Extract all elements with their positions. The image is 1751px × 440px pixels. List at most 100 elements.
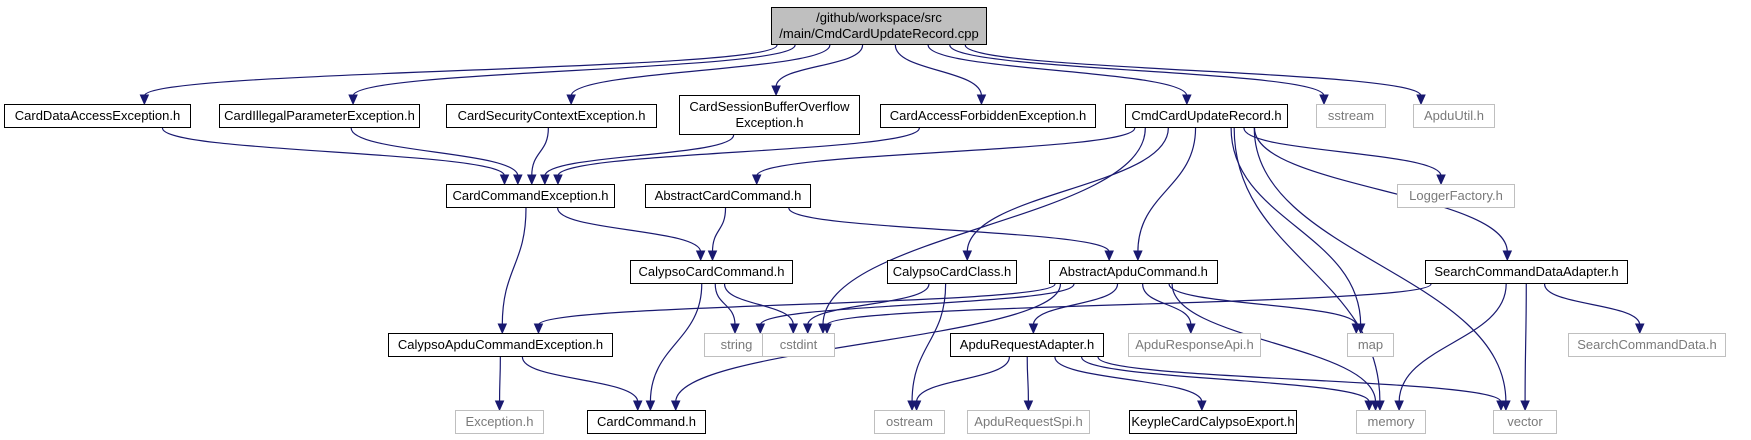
edge-root-to-apdu_util bbox=[964, 44, 1422, 97]
node-search-command-data[interactable]: SearchCommandData.h bbox=[1568, 333, 1726, 357]
arrowhead-apdu_request_adapter-to-vector bbox=[1496, 400, 1506, 412]
arrowhead-abstract_apdu_command-to-calypso_apdu_command_exception bbox=[533, 323, 544, 335]
edge-abstract_card_command-to-calypso_card_command bbox=[711, 207, 727, 253]
edge-root-to-sstream bbox=[949, 44, 1325, 97]
arrowhead-card_command_exception-to-calypso_apdu_command_exception bbox=[497, 323, 508, 335]
edge-calypso_card_class-to-cstdint bbox=[807, 283, 930, 326]
node-calypso-card-command[interactable]: CalypsoCardCommand.h bbox=[630, 260, 793, 284]
node-apdu-util[interactable]: ApduUtil.h bbox=[1413, 104, 1495, 128]
edge-calypso_apdu_command_exception-to-exception bbox=[498, 356, 501, 403]
arrowhead-abstract_apdu_command-to-card_command bbox=[670, 400, 681, 412]
arrowhead-card_session_buffer_overflow_exception-to-card_command_exception bbox=[540, 174, 550, 186]
node-string[interactable]: string bbox=[704, 333, 769, 357]
edge-abstract_apdu_command-to-card_command bbox=[675, 283, 1062, 403]
arrowhead-search_command_data_adapter-to-memory bbox=[1394, 400, 1404, 412]
edge-cmd_card_update_record-to-cstdint bbox=[822, 127, 1146, 326]
arrowhead-apdu_request_adapter-to-keyple_card_calypso_export bbox=[1197, 400, 1207, 412]
edge-cmd_card_update_record-to-search_command_data_adapter bbox=[1253, 127, 1508, 253]
edge-abstract_card_command-to-abstract_apdu_command bbox=[788, 207, 1110, 253]
node-cmd-card-update-record-cpp[interactable]: /github/workspace/src /main/CmdCardUpdat… bbox=[771, 7, 987, 45]
arrowhead-card_security_context_exception-to-card_command_exception bbox=[526, 174, 537, 186]
arrowhead-search_command_data_adapter-to-vector bbox=[1520, 400, 1530, 412]
edge-card_data_access_exception-to-card_command_exception bbox=[161, 127, 506, 177]
node-cstdint[interactable]: cstdint bbox=[762, 333, 835, 357]
edge-apdu_request_adapter-to-memory bbox=[1081, 356, 1370, 403]
edge-apdu_request_adapter-to-vector bbox=[1097, 356, 1502, 403]
arrowhead-abstract_apdu_command-to-apdu_response_api bbox=[1186, 323, 1196, 335]
edge-apdu_request_adapter-to-keyple_card_calypso_export bbox=[1054, 356, 1203, 403]
edge-apdu_request_adapter-to-apdu_request_spi bbox=[1026, 356, 1030, 403]
arrowhead-abstract_apdu_command-to-string bbox=[755, 323, 766, 335]
arrowhead-root-to-sstream bbox=[1319, 94, 1329, 106]
node-card-data-access-exception[interactable]: CardDataAccessException.h bbox=[4, 104, 191, 128]
node-card-illegal-parameter-exception[interactable]: CardIllegalParameterException.h bbox=[219, 104, 420, 128]
node-apdu-request-adapter[interactable]: ApduRequestAdapter.h bbox=[950, 333, 1104, 357]
node-logger-factory[interactable]: LoggerFactory.h bbox=[1397, 184, 1515, 208]
edge-abstract_apdu_command-to-apdu_request_adapter bbox=[1032, 283, 1119, 326]
arrowhead-cmd_card_update_record-to-abstract_card_command bbox=[751, 174, 762, 186]
arrowhead-root-to-card_security_context_exception bbox=[566, 94, 576, 106]
node-vector[interactable]: vector bbox=[1493, 410, 1557, 434]
edge-root-to-card_access_forbidden_exception bbox=[894, 44, 983, 97]
node-apdu-request-spi[interactable]: ApduRequestSpi.h bbox=[967, 410, 1090, 434]
node-calypso-card-class[interactable]: CalypsoCardClass.h bbox=[887, 260, 1017, 284]
edge-calypso_card_command-to-string bbox=[714, 283, 736, 326]
arrowhead-root-to-card_session_buffer_overflow_exception bbox=[771, 85, 781, 97]
edge-search_command_data_adapter-to-vector bbox=[1524, 283, 1527, 403]
edge-root-to-card_illegal_parameter_exception bbox=[352, 44, 796, 97]
arrowhead-calypso_apdu_command_exception-to-exception bbox=[494, 400, 505, 412]
node-sstream[interactable]: sstream bbox=[1316, 104, 1386, 128]
arrowhead-calypso_apdu_command_exception-to-card_command bbox=[632, 400, 643, 412]
edge-card_command_exception-to-calypso_card_command bbox=[557, 207, 702, 253]
node-calypso-apdu-command-exception[interactable]: CalypsoApduCommandException.h bbox=[388, 333, 613, 357]
node-card-security-context-exception[interactable]: CardSecurityContextException.h bbox=[446, 104, 657, 128]
node-search-command-data-adapter[interactable]: SearchCommandDataAdapter.h bbox=[1425, 260, 1628, 284]
node-card-command-exception[interactable]: CardCommandException.h bbox=[446, 184, 615, 208]
arrowhead-apdu_request_adapter-to-apdu_request_spi bbox=[1023, 400, 1034, 412]
node-memory[interactable]: memory bbox=[1356, 410, 1426, 434]
edge-card_security_context_exception-to-card_command_exception bbox=[531, 127, 549, 177]
edge-abstract_apdu_command-to-map bbox=[1168, 283, 1357, 326]
arrowhead-search_command_data_adapter-to-search_command_data bbox=[1635, 323, 1645, 335]
edge-apdu_request_adapter-to-ostream bbox=[915, 356, 1010, 403]
edge-calypso_apdu_command_exception-to-card_command bbox=[521, 356, 639, 403]
node-map[interactable]: map bbox=[1347, 333, 1394, 357]
node-exception[interactable]: Exception.h bbox=[455, 410, 544, 434]
arrowhead-root-to-apdu_util bbox=[1416, 94, 1426, 106]
edge-cmd_card_update_record-to-abstract_apdu_command bbox=[1137, 127, 1197, 253]
arrowhead-card_command_exception-to-calypso_card_command bbox=[695, 250, 706, 262]
arrowhead-card_data_access_exception-to-card_command_exception bbox=[499, 174, 510, 186]
arrowhead-root-to-card_access_forbidden_exception bbox=[976, 94, 987, 106]
arrowhead-card_illegal_parameter_exception-to-card_command_exception bbox=[513, 174, 523, 186]
node-abstract-card-command[interactable]: AbstractCardCommand.h bbox=[645, 184, 811, 208]
edge-search_command_data_adapter-to-search_command_data bbox=[1543, 283, 1641, 326]
node-card-access-forbidden-exception[interactable]: CardAccessForbiddenException.h bbox=[880, 104, 1096, 128]
edge-root-to-card_security_context_exception bbox=[570, 44, 831, 97]
edge-card_command_exception-to-calypso_apdu_command_exception bbox=[501, 207, 527, 326]
edge-cmd_card_update_record-to-vector bbox=[1253, 127, 1507, 403]
arrowhead-apdu_request_adapter-to-ostream bbox=[911, 400, 922, 412]
node-ostream[interactable]: ostream bbox=[874, 410, 945, 434]
edge-abstract_apdu_command-to-apdu_response_api bbox=[1142, 283, 1192, 326]
edge-abstract_apdu_command-to-memory bbox=[1171, 283, 1377, 403]
edge-card_access_forbidden_exception-to-card_command_exception bbox=[557, 127, 920, 177]
arrowhead-cmd_card_update_record-to-logger_factory bbox=[1436, 174, 1446, 186]
arrowhead-abstract_card_command-to-abstract_apdu_command bbox=[1104, 250, 1114, 262]
edge-cmd_card_update_record-to-map bbox=[1230, 127, 1362, 326]
edge-calypso_card_command-to-cstdint bbox=[723, 283, 794, 326]
arrowhead-root-to-cmd_card_update_record bbox=[1182, 94, 1192, 106]
arrowhead-apdu_request_adapter-to-memory bbox=[1364, 400, 1374, 412]
edge-search_command_data_adapter-to-cstdint bbox=[826, 283, 1432, 326]
edge-card_illegal_parameter_exception-to-card_command_exception bbox=[350, 127, 519, 177]
arrowhead-cmd_card_update_record-to-search_command_data_adapter bbox=[1502, 250, 1513, 262]
node-keyple-card-calypso-export[interactable]: KeypleCardCalypsoExport.h bbox=[1129, 410, 1297, 434]
node-abstract-apdu-command[interactable]: AbstractApduCommand.h bbox=[1049, 260, 1218, 284]
node-card-command[interactable]: CardCommand.h bbox=[587, 410, 706, 434]
node-cmd-card-update-record-h[interactable]: CmdCardUpdateRecord.h bbox=[1125, 104, 1288, 128]
edge-cmd_card_update_record-to-abstract_card_command bbox=[756, 127, 1136, 177]
node-apdu-response-api[interactable]: ApduResponseApi.h bbox=[1128, 333, 1261, 357]
node-card-session-buffer-overflow-exception[interactable]: CardSessionBufferOverflow Exception.h bbox=[679, 95, 860, 135]
edge-root-to-cmd_card_update_record bbox=[927, 44, 1188, 97]
arrowhead-cmd_card_update_record-to-calypso_card_class bbox=[962, 250, 973, 262]
arrowhead-abstract_apdu_command-to-map bbox=[1351, 323, 1362, 335]
